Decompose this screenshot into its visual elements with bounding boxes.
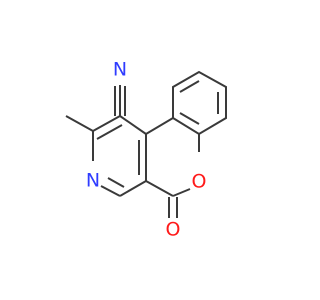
atom-label-layer: N N O O <box>86 59 207 241</box>
n3-c4-double-bond <box>100 177 125 197</box>
c10b-c10a-bond <box>145 117 174 135</box>
ring-oxygen-label: O <box>192 171 207 193</box>
nitrile-triple-bond <box>114 85 126 116</box>
molecule-canvas: N N O O <box>65 58 227 241</box>
c4-c4a-bond <box>119 180 147 197</box>
c6-c4a-bond <box>145 180 174 197</box>
pyridine-nitrogen-label: N <box>86 170 100 192</box>
bond-layer <box>65 70 227 218</box>
c4a-c10b-double-bond <box>138 134 147 181</box>
benzene-ring-bonds <box>172 70 227 136</box>
c1-c10b-bond <box>119 115 147 135</box>
carbonyl-oxygen-label: O <box>166 219 181 241</box>
nitrile-nitrogen-label: N <box>113 59 127 81</box>
c1-c2-double-bond <box>92 115 123 140</box>
chemical-structure-diagram: N N O O <box>65 59 227 241</box>
o6-c6-bond <box>172 188 191 197</box>
carbonyl-double-bond <box>168 197 178 218</box>
methyl-bond <box>65 115 94 132</box>
